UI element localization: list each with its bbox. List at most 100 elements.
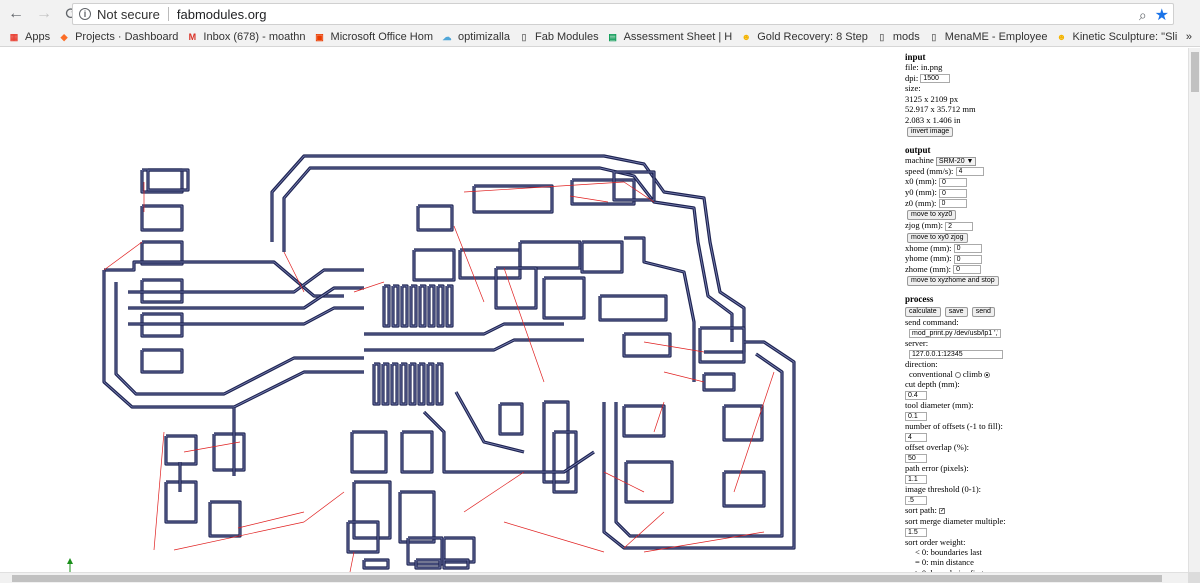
pad-trace (165, 435, 197, 465)
pad-trace (723, 405, 763, 441)
machine-select[interactable]: SRM-20 ▼ (935, 156, 977, 166)
send-button[interactable]: send (971, 306, 995, 317)
offsets-input[interactable] (905, 433, 927, 443)
move-to-zjog-button[interactable]: move to xy0 zjog (907, 232, 968, 243)
sort-path-checkbox[interactable]: ✓ (939, 508, 946, 515)
pad-trace (413, 249, 455, 281)
horizontal-scroll-thumb[interactable] (12, 575, 1162, 582)
address-bar[interactable]: i Not secure fabmodules.org ⌕ ★ (72, 3, 1174, 25)
xhome-input[interactable] (953, 244, 982, 254)
bookmark-star-icon[interactable]: ★ (1154, 7, 1169, 24)
move-path (603, 471, 645, 493)
zoom-icon[interactable]: ⌕ (1138, 6, 1147, 23)
move-path (353, 281, 385, 293)
invert-image-button[interactable]: invert image (907, 126, 954, 137)
bookmark-item[interactable]: ▯mods (876, 31, 919, 43)
pad-trace (412, 248, 456, 282)
path-error-label: path error (pixels): (905, 463, 969, 474)
cut-depth-input[interactable] (905, 391, 927, 401)
bookmark-label: Inbox (678) - moathn (203, 31, 306, 43)
move-path (623, 511, 665, 549)
yhome-input[interactable] (953, 254, 982, 264)
bookmark-item[interactable]: ◆ Projects · Dashboard (58, 31, 179, 43)
bookmark-item[interactable]: M Inbox (678) - moathn (186, 31, 306, 43)
overlap-input[interactable] (905, 454, 927, 464)
z0-input[interactable] (938, 199, 967, 209)
file-value: in.png (920, 62, 943, 73)
bus-trace (615, 353, 783, 537)
bookmark-item[interactable]: ☻Kinetic Sculpture: "Sli (1056, 31, 1178, 43)
calculate-button[interactable]: calculate (905, 306, 941, 317)
horizontal-scrollbar[interactable] (0, 572, 1188, 583)
climb-radio[interactable] (984, 372, 991, 379)
vertical-scroll-thumb[interactable] (1191, 52, 1199, 92)
send-command-input[interactable] (909, 328, 1001, 338)
ic-pin-trace (391, 284, 400, 328)
bookmark-item[interactable]: ▦Apps (8, 31, 50, 43)
server-input[interactable] (909, 349, 1003, 359)
dpi-input[interactable] (920, 74, 951, 84)
threshold-input[interactable] (905, 496, 927, 506)
y0-input[interactable] (939, 188, 967, 198)
move-path (569, 195, 609, 203)
vertical-scrollbar[interactable] (1188, 48, 1200, 572)
pad-trace (722, 470, 766, 508)
ic-pin-trace (428, 285, 435, 327)
pad-trace (362, 558, 390, 570)
pad-trace (698, 326, 746, 364)
output-section-title: output (905, 144, 931, 155)
x0-input[interactable] (939, 178, 967, 188)
machine-label: machine (905, 155, 934, 166)
bus-trace (454, 391, 525, 454)
move-to-home-button[interactable]: move to xyzhome and stop (907, 276, 999, 287)
pad-trace (347, 521, 379, 553)
bookmark-item[interactable]: ▤Assessment Sheet | H (607, 31, 732, 43)
bookmarks-more-button[interactable]: » (1185, 31, 1192, 43)
back-button[interactable]: ← (4, 2, 28, 26)
bookmark-item[interactable]: ▣Microsoft Office Hom (314, 31, 433, 43)
ic-pin-trace (372, 362, 381, 406)
zhome-input[interactable] (953, 265, 982, 275)
pad-trace (598, 294, 668, 322)
move-to-xyz0-button[interactable]: move to xyz0 (907, 210, 957, 221)
speed-input[interactable] (955, 167, 984, 177)
instructables-icon: ☻ (741, 32, 751, 42)
pad-trace (141, 349, 183, 373)
ic-pin-trace (427, 363, 434, 405)
toolpath-svg (67, 154, 796, 573)
bookmark-item[interactable]: ▯MenaME - Employee (928, 31, 1047, 43)
gitlab-icon: ◆ (60, 31, 68, 42)
bookmark-label: Projects · Dashboard (75, 31, 179, 43)
move-path (103, 241, 143, 271)
x0-label: x0 (mm): (905, 176, 937, 187)
conventional-radio[interactable] (954, 372, 961, 379)
info-icon[interactable]: i (79, 8, 91, 20)
ic-pin-trace (445, 284, 454, 328)
pad-trace (140, 204, 184, 232)
sort-merge-input[interactable] (905, 527, 927, 537)
browser-toolbar: ← → ⟳ i Not secure fabmodules.org ⌕ ★ (0, 0, 1200, 28)
forward-button[interactable]: → (32, 2, 56, 26)
bus-trace (114, 282, 364, 396)
climb-label: climb (962, 369, 983, 380)
zjog-input[interactable] (945, 221, 974, 231)
pad-trace (401, 431, 433, 473)
path-error-input[interactable] (905, 475, 927, 485)
save-button[interactable]: save (944, 306, 968, 317)
pad-trace (363, 559, 389, 569)
gmail-icon: M (188, 32, 197, 42)
server-label: server: (905, 337, 929, 348)
bus-trace (624, 237, 695, 382)
bookmark-item[interactable]: ▯Fab Modules (518, 31, 599, 43)
tool-diameter-input[interactable] (905, 412, 927, 422)
sort-merge-label: sort merge diameter multiple: (905, 515, 1006, 526)
move-path (463, 181, 625, 193)
bookmark-item[interactable]: ☻Gold Recovery: 8 Step (740, 31, 867, 43)
toolpath-canvas[interactable] (4, 52, 900, 573)
bookmark-item[interactable]: ☁optimizalla (441, 31, 510, 43)
pad-trace (702, 372, 736, 392)
bookmark-label: optimizalla (458, 31, 510, 43)
url-text[interactable]: fabmodules.org (176, 6, 267, 22)
bookmarks-bar: ▦Apps ◆ Projects · Dashboard M Inbox (678) -… (0, 28, 1200, 47)
instructables-icon: ☻ (1056, 32, 1067, 42)
